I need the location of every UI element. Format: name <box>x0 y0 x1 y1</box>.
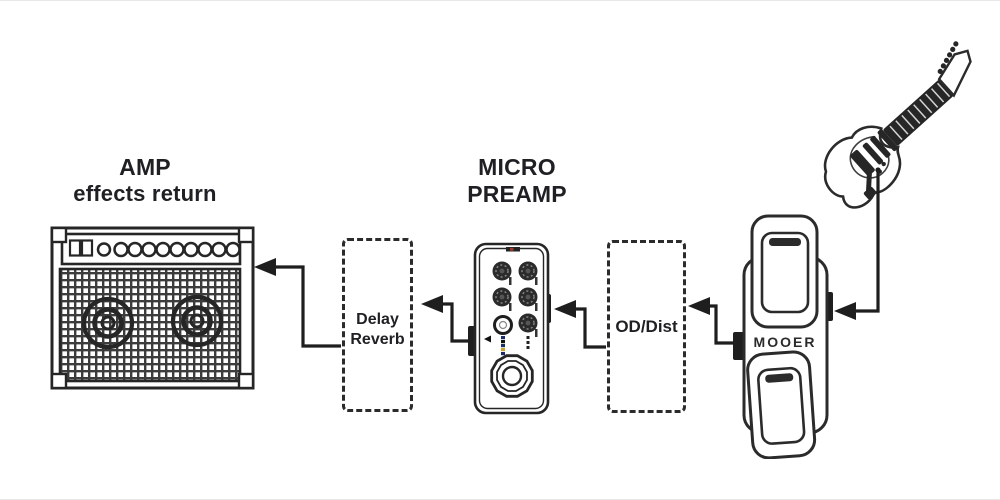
preamp-knob <box>518 313 538 337</box>
amp-label: AMP effects return <box>35 154 255 206</box>
amp-control-panel <box>60 232 242 266</box>
arrow-left-icon <box>554 300 576 318</box>
pedal-output-jack <box>733 332 744 360</box>
micro-preamp-pedal <box>468 242 551 415</box>
preamp-title-line2: PREAMP <box>467 180 567 207</box>
guitar-tuners <box>937 41 959 75</box>
od-dist-label: OD/Dist <box>615 316 678 336</box>
amp-power-switch <box>68 239 82 257</box>
preamp-output-arrow-icon <box>484 335 491 343</box>
guitar-headstock <box>937 41 972 98</box>
amp-cabinet <box>50 226 255 390</box>
amp-input-jack <box>96 242 112 257</box>
connector-oddist-to-preamp <box>554 300 606 349</box>
pedal-top-pad <box>750 214 819 329</box>
preamp-button <box>493 315 513 335</box>
amp-graphic <box>50 226 255 390</box>
pedal-brand-label: MOOER <box>754 334 817 350</box>
preamp-knob <box>518 261 538 285</box>
amp-knobs <box>113 241 241 258</box>
preamp-footswitch <box>490 354 534 398</box>
delay-reverb-label-line1: Delay <box>356 311 399 328</box>
connector-delay-to-amp <box>254 258 341 348</box>
preamp-led <box>510 247 514 251</box>
electric-guitar <box>823 41 972 209</box>
preamp-logo-strip <box>501 336 530 356</box>
preamp-knob <box>492 287 512 311</box>
preamp-knob <box>492 261 512 285</box>
amp-subtitle: effects return <box>73 180 217 206</box>
arrow-left-icon <box>688 297 710 315</box>
preamp-label: MICRO PREAMP <box>437 154 597 207</box>
preamp-knobs <box>492 261 538 337</box>
amp-speaker-left <box>81 296 135 350</box>
arrow-left-icon <box>421 295 443 313</box>
delay-reverb-label-line2: Reverb <box>350 331 405 348</box>
amp-speaker-right <box>170 294 224 348</box>
preamp-knob <box>518 287 538 311</box>
od-dist-box: OD/Dist <box>607 240 686 413</box>
preamp-title-line1: MICRO <box>478 154 556 180</box>
amp-grille <box>58 267 242 383</box>
amp-title: AMP <box>119 154 171 180</box>
pedal-bottom-pad <box>746 350 817 459</box>
amp-corner-protectors <box>50 226 255 390</box>
mooer-pedal: MOOER <box>733 214 833 459</box>
delay-reverb-box: Delay Reverb <box>342 238 413 412</box>
guitar-neck <box>883 79 954 146</box>
